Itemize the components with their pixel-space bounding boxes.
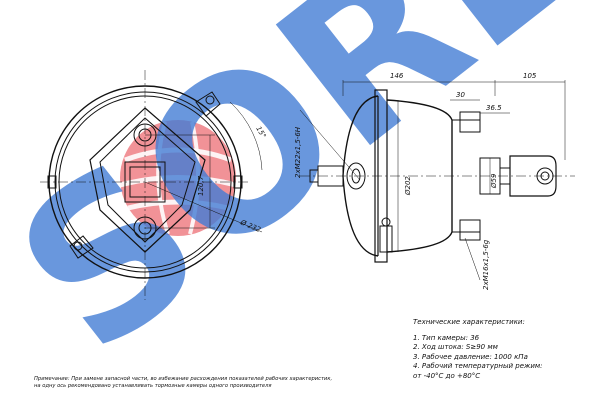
front-view — [40, 70, 263, 300]
rod-length-label: 105 — [523, 72, 537, 80]
offset-36-5-label: 36.5 — [486, 104, 502, 112]
specs-title: Технические характеристики: — [413, 318, 525, 326]
footnote-line-1: Примечание: При замене запасной части, в… — [34, 376, 333, 382]
diameter-202-label: Ø202 — [404, 176, 412, 196]
diameter-59-label: Ø59 — [490, 173, 498, 189]
bolt-spacing-label: 120,7 — [197, 175, 205, 196]
thread-bottom-label: 2xM16x1,5-6g — [482, 239, 490, 290]
overall-length-label: 146 — [390, 72, 404, 80]
spec-item: от -40°С до +80°С — [413, 371, 481, 380]
spec-item: 1. Тип камеры: 36 — [413, 333, 480, 342]
footnote-line-2: на одну ось рекомендовано устанавливать … — [34, 383, 272, 390]
spec-item: 3. Рабочее давление: 1000 кПа — [413, 352, 528, 361]
spec-item: 4. Рабочий температурный режим: — [413, 362, 543, 371]
footnote: Примечание: При замене запасной части, в… — [34, 376, 414, 391]
side-view — [299, 80, 575, 281]
thread-top-label: 2xM22x1,5-6H — [294, 126, 302, 178]
specs-block: Технические характеристики: 1. Тип камер… — [413, 318, 598, 382]
offset-30-label: 30 — [456, 91, 465, 99]
spec-item: 2. Ход штока: S≥90 мм — [413, 343, 498, 352]
